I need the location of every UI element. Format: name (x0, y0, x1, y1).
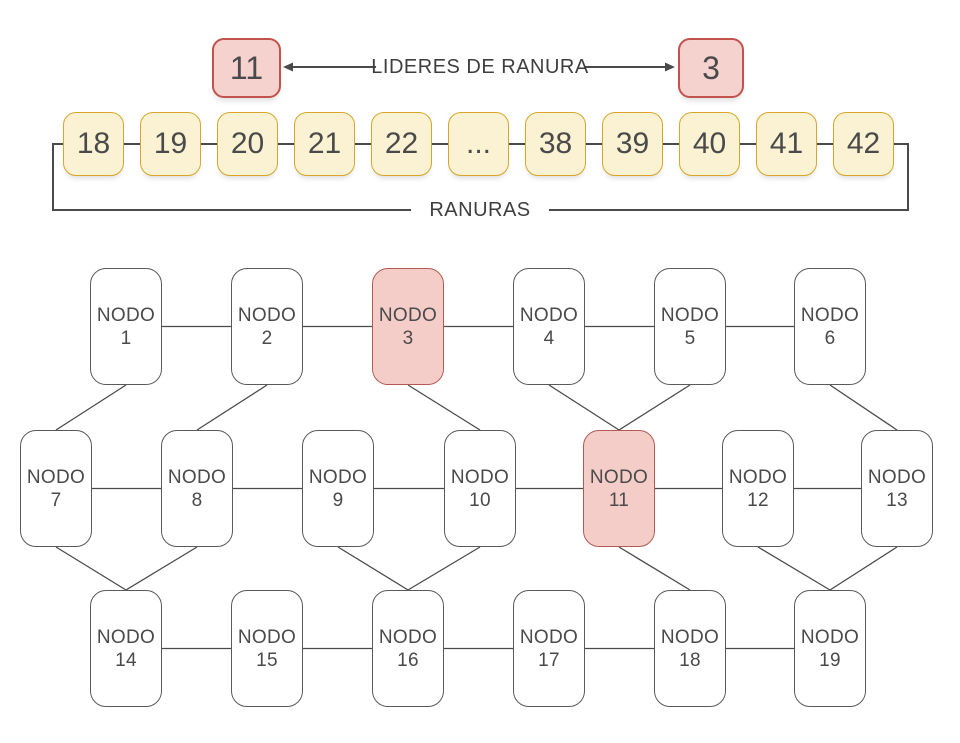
edge-line-diagonal (55, 384, 127, 431)
node-label-prefix: NODO (96, 626, 156, 648)
node-label-number: 5 (684, 327, 696, 349)
node-label-number: 3 (402, 327, 414, 349)
slot-box-21: 21 (294, 112, 355, 176)
node-label-prefix: NODO (450, 466, 510, 488)
edge-line-diagonal (407, 546, 481, 591)
node-label-number: 19 (819, 649, 841, 671)
node-label-prefix: NODO (308, 466, 368, 488)
edge-line-diagonal (125, 546, 198, 591)
slot-box-40: 40 (679, 112, 740, 176)
node-label-prefix: NODO (660, 304, 720, 326)
node-label-number: 15 (256, 649, 278, 671)
slot-box-22: 22 (371, 112, 432, 176)
edge-line-diagonal (55, 546, 127, 591)
node-label-prefix: NODO (519, 626, 579, 648)
slots-bracket-label: RANURAS (429, 199, 531, 221)
node-label-number: 10 (469, 489, 491, 511)
node-label-number: 6 (824, 327, 836, 349)
edge-line-diagonal (829, 546, 898, 591)
node-label-number: 8 (191, 489, 203, 511)
edge-line-diagonal (407, 384, 481, 431)
node-label-number: 1 (120, 327, 132, 349)
node-label-prefix: NODO (237, 304, 297, 326)
edge-line-diagonal (337, 546, 409, 591)
slot-leader-value: 3 (702, 49, 720, 86)
node-label-number: 7 (50, 489, 62, 511)
leader-arrow-right-head (665, 62, 675, 72)
slot-box-ellipsis: ... (448, 112, 509, 176)
node-label-prefix: NODO (800, 626, 860, 648)
edge-line-diagonal (618, 384, 691, 431)
node-label-number: 12 (747, 489, 769, 511)
node-label-prefix: NODO (867, 466, 927, 488)
node-label-number: 18 (679, 649, 701, 671)
slot-leader-box-left: 11 (212, 38, 281, 98)
node-label-number: 14 (115, 649, 137, 671)
node-label-number: 16 (397, 649, 419, 671)
leader-arrow-left-head (283, 62, 293, 72)
edge-line-diagonal (548, 384, 620, 431)
node-label-prefix: NODO (26, 466, 86, 488)
node-label-prefix: NODO (96, 304, 156, 326)
node-label-number: 9 (332, 489, 344, 511)
node-label-prefix: NODO (378, 304, 438, 326)
edge-line-diagonal (757, 546, 831, 591)
node-label-number: 13 (886, 489, 908, 511)
slot-box-39: 39 (602, 112, 663, 176)
node-label-prefix: NODO (660, 626, 720, 648)
slot-leader-value: 11 (229, 49, 264, 86)
slot-box-42: 42 (833, 112, 894, 176)
node-label-number: 11 (608, 489, 630, 511)
edge-line-diagonal (196, 384, 268, 431)
node-label-prefix: NODO (589, 466, 649, 488)
slot-box-41: 41 (756, 112, 817, 176)
edge-line-diagonal (829, 384, 898, 431)
node-label-prefix: NODO (378, 626, 438, 648)
slot-leaders-label: LIDERES DE RANURA (371, 56, 589, 78)
slot-box-20: 20 (217, 112, 278, 176)
edge-line-diagonal (618, 546, 691, 591)
node-label-prefix: NODO (167, 466, 227, 488)
node-label-number: 17 (538, 649, 560, 671)
node-label-prefix: NODO (728, 466, 788, 488)
slots-bracket-right (549, 143, 909, 211)
node-label-number: 4 (543, 327, 555, 349)
node-label-number: 2 (261, 327, 273, 349)
slot-box-18: 18 (63, 112, 124, 176)
node-label-prefix: NODO (800, 304, 860, 326)
node-label-prefix: NODO (237, 626, 297, 648)
slot-box-38: 38 (525, 112, 586, 176)
slot-box-19: 19 (140, 112, 201, 176)
node-label-prefix: NODO (519, 304, 579, 326)
slot-leader-box-right: 3 (678, 38, 744, 98)
slots-bracket-left (52, 143, 411, 211)
